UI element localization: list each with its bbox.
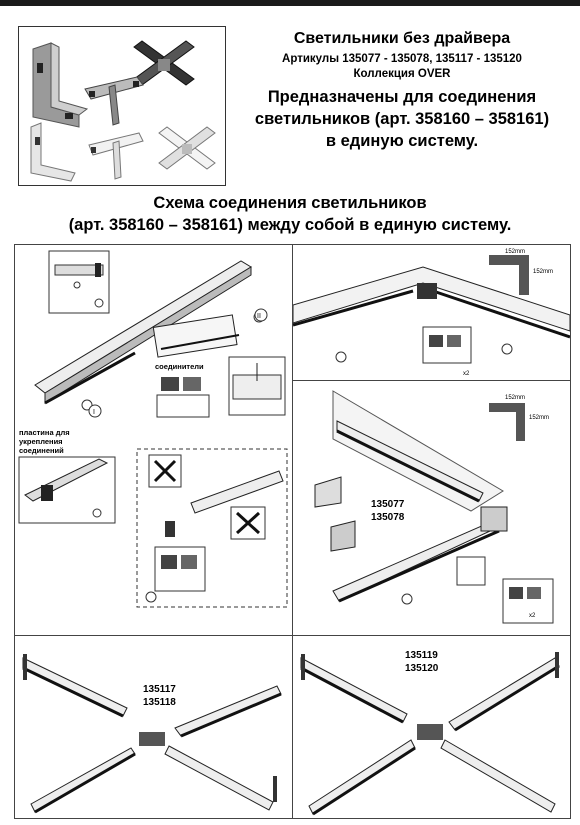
header: Светильники без драйвера Артикулы 135077… bbox=[232, 30, 572, 152]
dim-height: 152mm bbox=[533, 269, 553, 275]
t-white-connector-image bbox=[88, 132, 144, 180]
collection-line: Коллекция OVER bbox=[353, 68, 451, 80]
l-connector-image bbox=[32, 42, 89, 128]
t-connector-image bbox=[84, 76, 144, 126]
model-code-2: 135118 bbox=[143, 697, 176, 708]
page-title: Светильники без драйвера bbox=[293, 30, 511, 47]
schema-line-2: (арт. 358160 – 358161) между собой в еди… bbox=[68, 216, 512, 234]
top-rule bbox=[0, 0, 580, 6]
label-plate-3: соединений bbox=[19, 446, 64, 455]
connector-detail bbox=[502, 578, 554, 624]
model-code-1: 135119 bbox=[405, 650, 438, 661]
detail-box-top bbox=[48, 250, 110, 314]
label-plate-1: пластина для bbox=[19, 428, 70, 437]
panel-corner-connection: 152mm 152mm x2 bbox=[292, 244, 571, 381]
dimension-plate bbox=[489, 403, 525, 412]
purpose-line-1: Предназначены для соединения bbox=[267, 88, 537, 106]
model-code-1: 135117 bbox=[143, 684, 176, 695]
ceiling-corner-diagram: 135077 135078 152mm 152mm x2 bbox=[314, 390, 554, 624]
quantity-x2: x2 bbox=[529, 613, 536, 619]
schema-line-1: Схема соединения светильников bbox=[153, 194, 427, 212]
purpose-text: Предназначены для соединения светильнико… bbox=[232, 86, 572, 152]
purpose-line-2: светильников (арт. 358160 – 358161) bbox=[254, 110, 550, 128]
linear-connection-diagram: соединители пластина для укрепления соед… bbox=[18, 250, 288, 608]
panel-linear-connection: соединители пластина для укрепления соед… bbox=[14, 244, 293, 636]
x-connection-diagram-b: 135119 135120 bbox=[300, 650, 560, 816]
label-connectors: соединители bbox=[155, 362, 204, 371]
panel-x-connection-b: 135119 135120 bbox=[292, 635, 571, 819]
ceiling-surface bbox=[332, 390, 504, 512]
articles-line: Артикулы 135077 - 135078, 135117 - 13512… bbox=[282, 53, 522, 65]
x-connection-diagram-a: 135117 135118 bbox=[22, 654, 282, 814]
x-white-connector-image bbox=[158, 126, 216, 170]
roman-marker-1: I bbox=[93, 409, 95, 416]
quantity-x2: x2 bbox=[463, 371, 470, 377]
purpose-line-3: в единую систему. bbox=[325, 132, 479, 150]
corner-connection-diagram: 152mm 152mm x2 bbox=[293, 249, 570, 377]
model-code-2: 135078 bbox=[371, 512, 405, 523]
panel-ceiling-corner: 135077 135078 152mm 152mm x2 bbox=[292, 380, 571, 636]
panel-x-connection-a: 135117 135118 bbox=[14, 635, 293, 819]
label-plate-2: укрепления bbox=[19, 437, 63, 446]
dim-height: 152mm bbox=[529, 415, 549, 421]
model-code-2: 135120 bbox=[405, 663, 439, 674]
schema-heading: Схема соединения светильников (арт. 3581… bbox=[0, 192, 580, 236]
model-code-1: 135077 bbox=[371, 499, 405, 510]
product-photo bbox=[18, 26, 226, 186]
corner-luminaires bbox=[293, 266, 570, 332]
l-white-connector-image bbox=[30, 122, 76, 182]
dim-width: 152mm bbox=[505, 249, 525, 255]
dimension-plate bbox=[489, 255, 529, 265]
connector-photos bbox=[30, 40, 216, 182]
dim-width: 152mm bbox=[505, 395, 525, 401]
roman-marker-2: II bbox=[257, 313, 261, 320]
x-connector-image bbox=[133, 40, 195, 86]
